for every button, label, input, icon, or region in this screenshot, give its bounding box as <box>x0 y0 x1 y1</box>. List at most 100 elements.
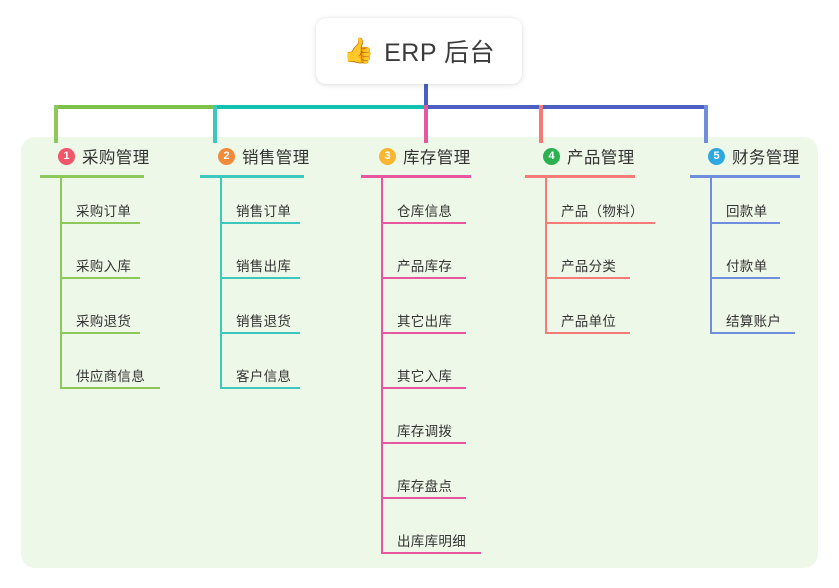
column-rail-5 <box>710 178 712 334</box>
menu-item-rule <box>381 332 466 334</box>
menu-item-rule <box>220 332 300 334</box>
column-items-5: 回款单付款单结算账户 <box>690 178 800 343</box>
menu-item[interactable]: 其它出库 <box>361 288 471 343</box>
menu-item-rule <box>60 277 140 279</box>
menu-item[interactable]: 销售退货 <box>200 288 310 343</box>
menu-item-rule <box>710 222 780 224</box>
column-产品管理: 4 产品管理产品（物料） 产品分类产品单位 <box>525 144 655 343</box>
column-header-rule-5 <box>690 175 800 178</box>
menu-item[interactable]: 客户信息 <box>200 343 310 398</box>
menu-item-label: 其它出库 <box>397 314 453 329</box>
column-title-3: 库存管理 <box>403 149 471 167</box>
column-header-4[interactable]: 4 产品管理 <box>525 144 635 168</box>
thumbs-up-icon: 👍 <box>342 36 375 65</box>
menu-item[interactable]: 产品单位 <box>525 288 635 343</box>
menu-item-rule <box>710 277 780 279</box>
menu-item-label: 库存调拨 <box>397 424 453 439</box>
menu-item-rule <box>381 277 466 279</box>
column-rail-2 <box>220 178 222 389</box>
column-title-4: 产品管理 <box>567 149 635 167</box>
menu-item-label: 产品单位 <box>561 314 617 329</box>
menu-item[interactable]: 库存调拨 <box>361 398 471 453</box>
menu-item-label: 库存盘点 <box>397 479 453 494</box>
menu-item-label: 产品分类 <box>561 259 617 274</box>
menu-item[interactable]: 产品库存 <box>361 233 471 288</box>
menu-item-rule <box>220 222 300 224</box>
menu-item-label: 出库库明细 <box>397 534 466 549</box>
menu-item-rule <box>381 497 466 499</box>
column-items-1: 采购订单采购入库采购退货供应商信息 <box>40 178 160 398</box>
menu-item[interactable]: 库存盘点 <box>361 453 471 508</box>
menu-item[interactable]: 其它入库 <box>361 343 471 398</box>
column-badge-4: 4 <box>543 147 560 165</box>
menu-item[interactable]: 产品分类 <box>525 233 635 288</box>
root-node-title: ERP 后台 <box>384 39 496 67</box>
column-badge-3: 3 <box>379 147 396 165</box>
root-node-erp-backend[interactable]: 👍 ERP 后台 <box>316 18 522 84</box>
column-header-rule-4 <box>525 175 635 178</box>
menu-item[interactable]: 采购订单 <box>40 178 150 233</box>
connector-segment-green <box>54 105 215 109</box>
column-库存管理: 3 库存管理仓库信息产品库存其它出库其它入库库存调拨库存盘点出库库明细 <box>361 144 481 563</box>
column-title-5: 财务管理 <box>732 149 800 167</box>
connector-drop-4 <box>539 105 543 143</box>
connector-root-stem <box>424 84 428 108</box>
menu-item-rule <box>60 387 160 389</box>
column-items-2: 销售订单销售出库销售退货客户信息 <box>200 178 310 398</box>
menu-item-rule <box>381 442 466 444</box>
menu-item-rule <box>381 552 481 554</box>
menu-item[interactable]: 出库库明细 <box>361 508 481 563</box>
menu-item-label: 销售退货 <box>236 314 292 329</box>
column-rail-1 <box>60 178 62 389</box>
menu-item-rule <box>60 222 140 224</box>
menu-item-label: 仓库信息 <box>397 204 453 219</box>
menu-item[interactable]: 回款单 <box>690 178 800 233</box>
column-rail-4 <box>545 178 547 334</box>
menu-item[interactable]: 结算账户 <box>690 288 800 343</box>
column-items-3: 仓库信息产品库存其它出库其它入库库存调拨库存盘点出库库明细 <box>361 178 481 563</box>
connector-drop-3 <box>424 105 428 143</box>
menu-item[interactable]: 仓库信息 <box>361 178 471 233</box>
connector-segment-teal <box>213 105 426 109</box>
menu-item-rule <box>381 387 466 389</box>
column-badge-2: 2 <box>218 147 235 165</box>
menu-item[interactable]: 产品（物料） <box>525 178 655 233</box>
connector-drop-2 <box>213 105 217 143</box>
menu-item-label: 产品（物料） <box>561 204 644 219</box>
menu-item[interactable]: 采购入库 <box>40 233 150 288</box>
menu-item-label: 付款单 <box>726 259 768 274</box>
column-销售管理: 2 销售管理销售订单销售出库销售退货客户信息 <box>200 144 310 398</box>
menu-item-label: 产品库存 <box>397 259 453 274</box>
column-header-2[interactable]: 2 销售管理 <box>200 144 310 168</box>
menu-item[interactable]: 付款单 <box>690 233 800 288</box>
menu-item[interactable]: 采购退货 <box>40 288 150 343</box>
menu-item[interactable]: 销售订单 <box>200 178 310 233</box>
menu-item-label: 销售出库 <box>236 259 292 274</box>
menu-item-rule <box>60 332 140 334</box>
column-header-3[interactable]: 3 库存管理 <box>361 144 471 168</box>
menu-item-rule <box>545 277 630 279</box>
menu-item-rule <box>381 222 466 224</box>
menu-item-label: 采购入库 <box>76 259 132 274</box>
column-header-rule-3 <box>361 175 471 178</box>
connector-drop-5 <box>704 105 708 143</box>
menu-item-label: 采购订单 <box>76 204 132 219</box>
menu-item-rule <box>545 222 655 224</box>
column-items-4: 产品（物料） 产品分类产品单位 <box>525 178 655 343</box>
menu-item-label: 采购退货 <box>76 314 132 329</box>
menu-item-rule <box>220 387 300 389</box>
column-title-2: 销售管理 <box>242 149 310 167</box>
column-header-rule-1 <box>40 175 144 178</box>
menu-item-label: 供应商信息 <box>76 369 145 384</box>
menu-item-rule <box>220 277 300 279</box>
menu-item-rule <box>710 332 795 334</box>
menu-item-label: 回款单 <box>726 204 768 219</box>
menu-item-rule <box>545 332 630 334</box>
column-rail-3 <box>381 178 383 554</box>
menu-item[interactable]: 销售出库 <box>200 233 310 288</box>
menu-item[interactable]: 供应商信息 <box>40 343 160 398</box>
